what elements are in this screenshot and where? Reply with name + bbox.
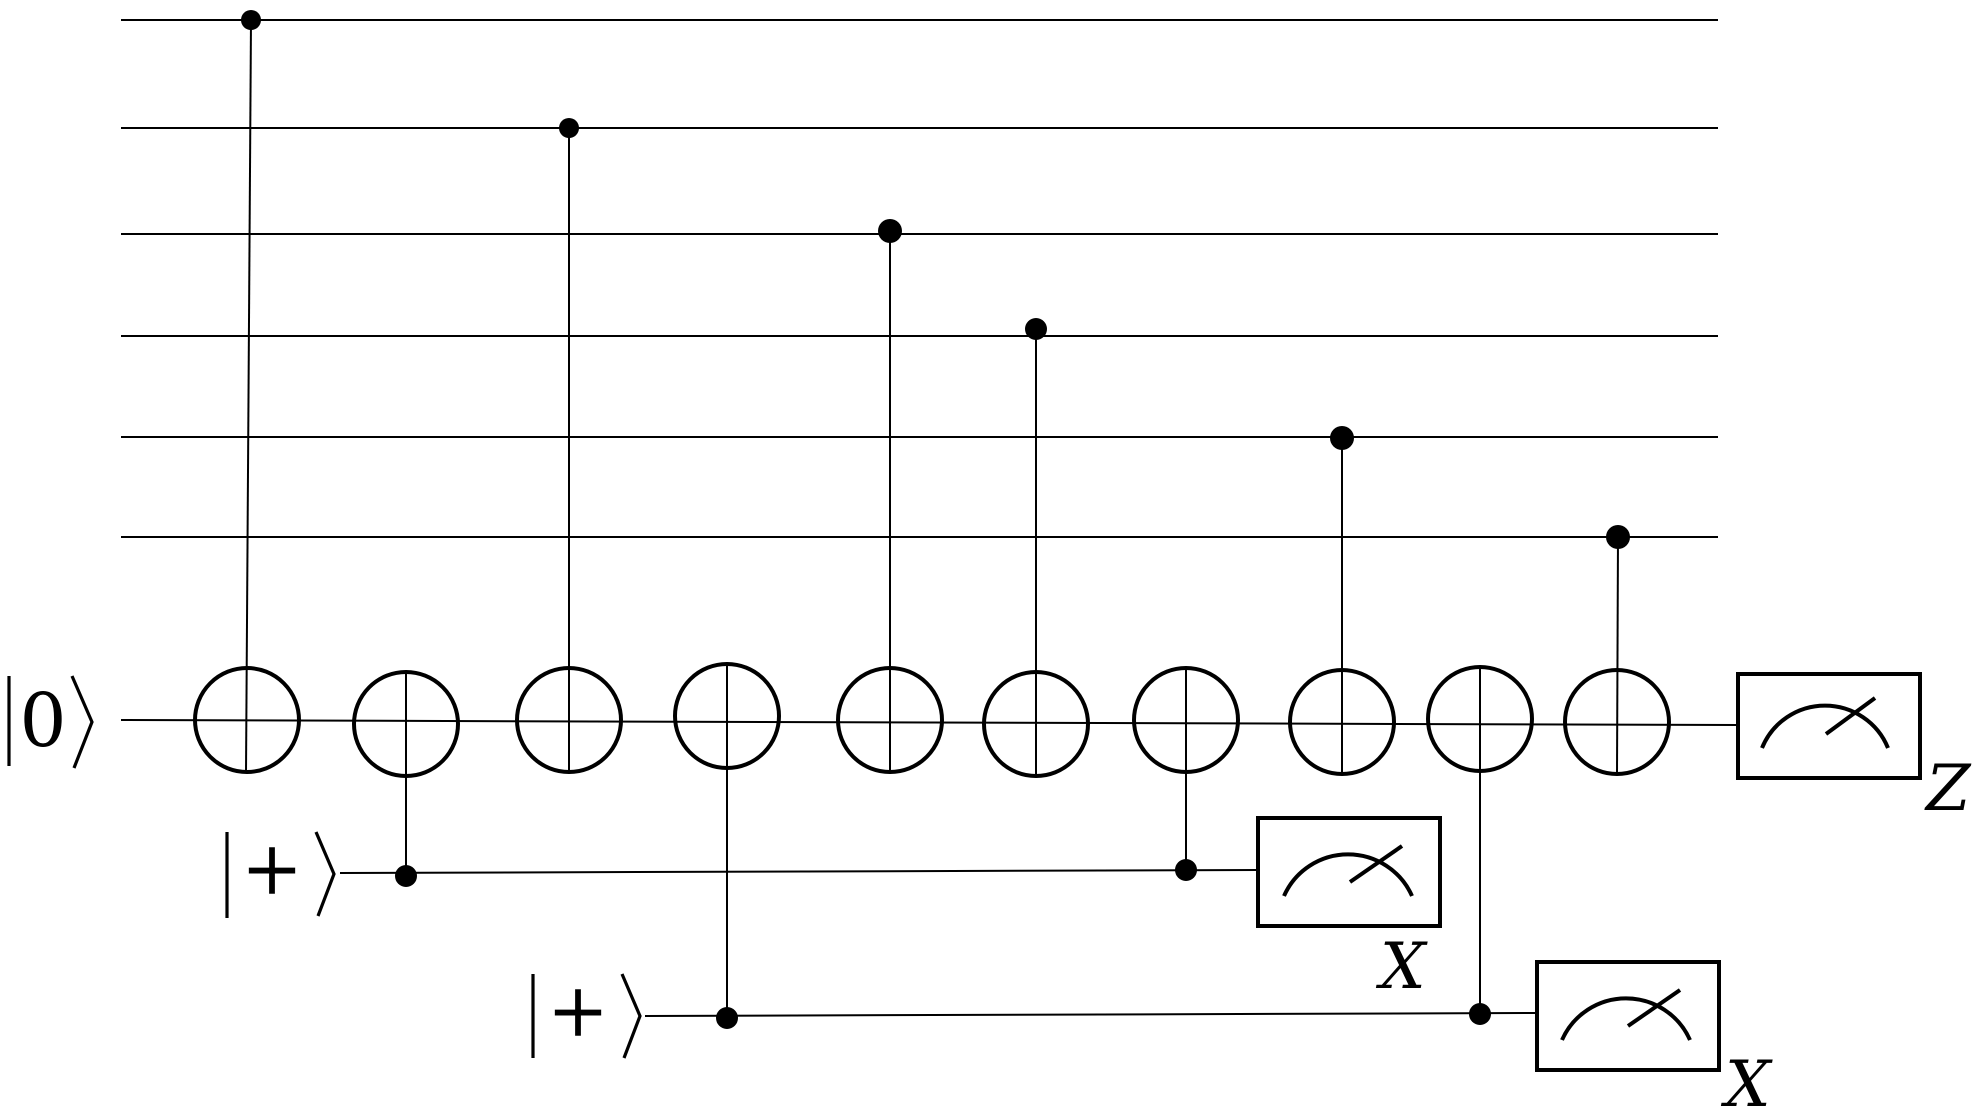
control-line bbox=[245, 19, 252, 773]
meter-needle-icon bbox=[1824, 696, 1877, 736]
measure-basis-z: Z bbox=[1924, 752, 1972, 826]
cnot-gate-3 bbox=[515, 118, 623, 774]
control-dot bbox=[1606, 525, 1630, 549]
measure-z-box bbox=[1736, 672, 1922, 780]
cnot-gates bbox=[193, 10, 1671, 1029]
cnot-gate-5 bbox=[836, 219, 944, 774]
ket-plus-symbol-1: + bbox=[241, 826, 303, 912]
control-dot bbox=[559, 118, 579, 138]
control-dot bbox=[395, 865, 417, 887]
meter-icon bbox=[1560, 996, 1692, 1041]
ket-zero-label: 0 bbox=[7, 675, 94, 769]
measure-basis-x-1: X bbox=[1375, 930, 1428, 1004]
target-circle bbox=[836, 666, 944, 774]
cnot-gate-7 bbox=[1132, 666, 1240, 881]
cnot-gate-1 bbox=[193, 10, 301, 774]
ket-plus-symbol-2: + bbox=[547, 968, 609, 1054]
meter-icon bbox=[1282, 852, 1414, 897]
cnot-gate-10 bbox=[1563, 525, 1671, 776]
control-line bbox=[1616, 536, 1619, 775]
measurements bbox=[1256, 672, 1922, 1072]
data-wires bbox=[121, 19, 1718, 538]
cnot-gate-6 bbox=[982, 318, 1090, 778]
meter-needle-icon bbox=[1626, 988, 1682, 1028]
target-circle bbox=[352, 670, 460, 778]
ket-plus-label-1: + bbox=[225, 826, 336, 918]
control-dot bbox=[1025, 318, 1047, 340]
measure-x-box-1 bbox=[1256, 816, 1442, 928]
cnot-gate-9 bbox=[1426, 665, 1534, 1025]
control-dot bbox=[1175, 859, 1197, 881]
measure-x-box-2 bbox=[1535, 960, 1721, 1072]
ket-plus-label-2: + bbox=[531, 968, 642, 1059]
control-dot bbox=[1330, 426, 1354, 450]
target-circle bbox=[515, 666, 623, 774]
target-circle bbox=[1426, 665, 1534, 773]
cnot-gate-8 bbox=[1288, 426, 1396, 776]
control-dot bbox=[878, 219, 902, 243]
ancilla-main-wire bbox=[120, 719, 1739, 726]
target-circle bbox=[1288, 668, 1396, 776]
meter-icon bbox=[1760, 703, 1890, 749]
cnot-gate-2 bbox=[352, 670, 460, 887]
ancilla-1-wire bbox=[339, 869, 1259, 874]
meter-needle-icon bbox=[1348, 844, 1404, 884]
target-circle bbox=[1132, 666, 1240, 774]
ancilla-wires bbox=[120, 719, 1739, 1017]
target-circle bbox=[1563, 668, 1671, 776]
control-dot bbox=[716, 1007, 738, 1029]
cnot-gate-4 bbox=[673, 662, 781, 1029]
target-circle bbox=[673, 662, 781, 770]
control-dot bbox=[1469, 1003, 1491, 1025]
target-circle bbox=[193, 666, 301, 774]
target-circle bbox=[982, 670, 1090, 778]
control-dot bbox=[241, 10, 261, 30]
measure-basis-x-2: X bbox=[1720, 1048, 1773, 1112]
ket-zero-symbol: 0 bbox=[19, 678, 66, 764]
ancilla-2-wire bbox=[644, 1012, 1538, 1017]
